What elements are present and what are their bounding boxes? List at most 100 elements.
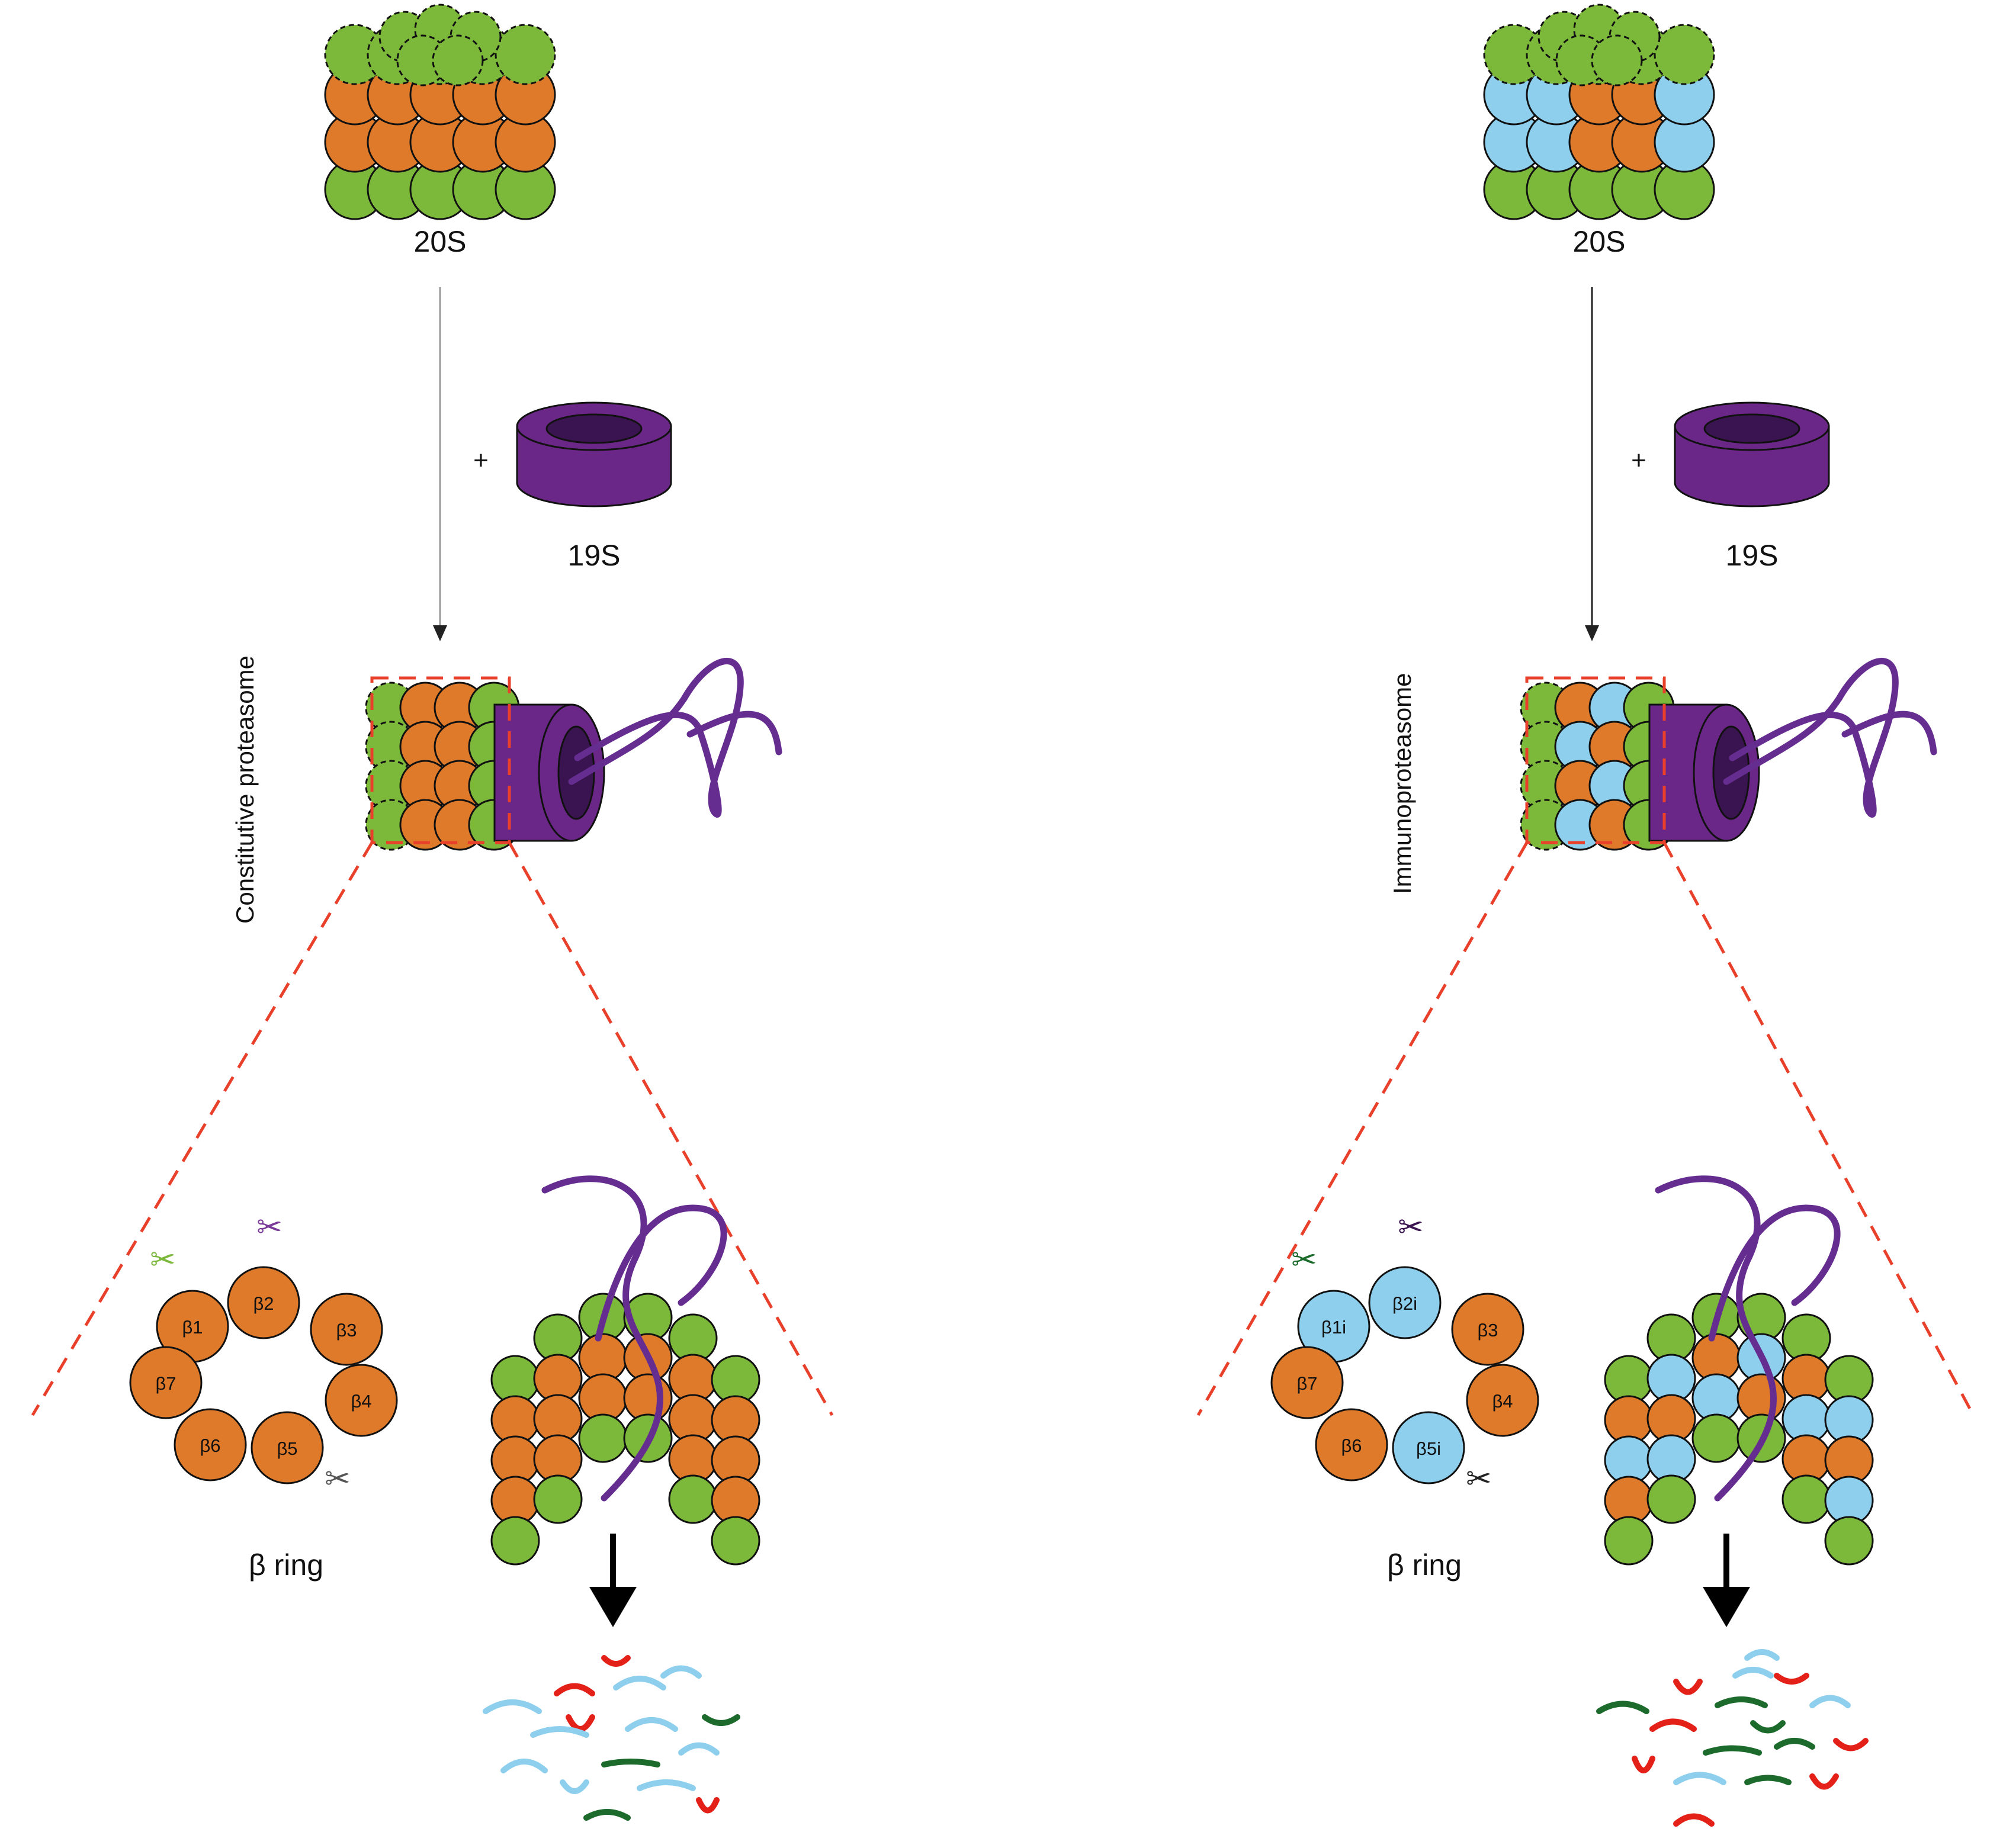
- zoom-box: [1525, 676, 1666, 844]
- peptide-fragment: [1673, 1772, 1726, 1785]
- scissors-icon: ✂: [256, 1210, 283, 1245]
- peptide-fragment: [1744, 1775, 1792, 1785]
- 19s-regulatory-particle: [1674, 401, 1830, 507]
- peptide-fragment: [696, 1797, 720, 1814]
- peptide-fragment: [1673, 1679, 1703, 1695]
- beta-subunit-label: β3: [336, 1320, 357, 1341]
- peptide-fragment: [613, 1676, 666, 1690]
- peptide-fragment: [583, 1809, 631, 1821]
- 26s-proteasome: [365, 658, 782, 851]
- 19s-regulatory-particle: [516, 401, 672, 507]
- label-20s: 20S: [1573, 225, 1626, 258]
- 26s-proteasome: [1520, 658, 1937, 851]
- beta-subunit-label: β2: [253, 1293, 274, 1314]
- beta-ring-subunit: [251, 1411, 324, 1484]
- peptide-fragment: [702, 1714, 740, 1726]
- beta-ring-subunit: [310, 1293, 383, 1366]
- zoom-line-left: [31, 841, 374, 1416]
- beta-subunit-label: β2i: [1392, 1293, 1417, 1314]
- beta-subunit-label: β4: [351, 1391, 371, 1412]
- proteasome-cross-section: [490, 1175, 760, 1566]
- protein-substrate: [1723, 658, 1937, 818]
- label-19s: 19S: [568, 539, 621, 572]
- peptide-fragment: [637, 1779, 696, 1791]
- peptide-fragment: [660, 1665, 702, 1679]
- zoom-box: [370, 676, 511, 844]
- beta-ring-subunit: [1392, 1411, 1465, 1484]
- zoom-indicator: [1196, 676, 1975, 1416]
- peptide-fragment: [566, 1714, 595, 1732]
- zoom-line-left: [1196, 841, 1529, 1416]
- alpha-subunit: [533, 1474, 583, 1524]
- beta-ring-subunit: [227, 1266, 300, 1339]
- alpha-subunit: [495, 24, 556, 85]
- peptide-fragment: [1774, 1738, 1815, 1750]
- alpha-subunit: [1591, 34, 1643, 86]
- peptide-fragment: [1774, 1673, 1809, 1685]
- peptide-fragment: [1833, 1738, 1869, 1751]
- beta-subunit-label: β6: [200, 1435, 220, 1456]
- plus-sign: +: [473, 446, 489, 475]
- peptide-fragment: [1649, 1718, 1697, 1732]
- degradation-arrow: [1703, 1534, 1750, 1627]
- cap-hole: [1703, 413, 1800, 444]
- peptide-fragment: [1809, 1773, 1839, 1790]
- alpha-subunit: [1781, 1474, 1831, 1524]
- scissors-icon: ✂: [1291, 1242, 1317, 1278]
- alpha-subunit: [1654, 24, 1715, 85]
- beta-ring-subunit: [1270, 1346, 1344, 1419]
- peptide-fragment: [1703, 1745, 1762, 1756]
- peptide-fragment: [1732, 1667, 1774, 1679]
- peptide-fragment: [1715, 1696, 1768, 1708]
- peptide-fragment: [483, 1699, 542, 1714]
- peptide-fragment: [560, 1779, 589, 1794]
- beta-subunit-label: β5i: [1416, 1438, 1441, 1459]
- beta-ring-subunit: [129, 1346, 203, 1419]
- constitutive-panel: 20S + 19S Constitutive proteasome β1 ✂ β2 ✂…: [31, 4, 834, 1821]
- beta-ring-subunit: [1315, 1408, 1388, 1481]
- beta-ring-label: β ring: [249, 1548, 323, 1582]
- protein-substrate: [1655, 1175, 1841, 1502]
- scissors-icon: ✂: [1466, 1461, 1492, 1497]
- beta-ring-label: β ring: [1387, 1548, 1462, 1582]
- scissors-icon: ✂: [150, 1242, 176, 1278]
- beta-ring-subunit: [325, 1364, 398, 1437]
- beta-subunit-label: β5: [277, 1438, 297, 1459]
- peptide-fragment: [1596, 1701, 1649, 1714]
- peptide-fragment: [601, 1759, 660, 1767]
- alpha-subunit: [1824, 1516, 1874, 1566]
- peptide-fragment: [554, 1683, 595, 1696]
- peptide-fragment: [1673, 1813, 1715, 1827]
- proteasome-title: Constitutive proteasome: [231, 655, 259, 924]
- peptide-fragment: [625, 1717, 678, 1732]
- plus-sign: +: [1631, 446, 1646, 475]
- 20s-core-particle: [324, 4, 556, 220]
- zoom-line-right: [508, 841, 834, 1416]
- beta-ring-subunit: [1451, 1293, 1524, 1366]
- alpha-subunit: [1646, 1474, 1696, 1524]
- peptide-fragment: [500, 1759, 548, 1773]
- degradation-arrow: [589, 1534, 637, 1627]
- cap-hole: [545, 413, 643, 444]
- 20s-core-particle: [1483, 4, 1715, 220]
- label-19s: 19S: [1726, 539, 1779, 572]
- protein-substrate: [541, 1175, 727, 1502]
- label-20s: 20S: [414, 225, 467, 258]
- beta-subunit-label: β7: [155, 1373, 176, 1394]
- proteasome-cross-section: [1604, 1175, 1874, 1566]
- peptide-fragment: [1632, 1756, 1655, 1773]
- peptide-fragment: [678, 1742, 720, 1756]
- alpha-subunit: [711, 1516, 760, 1566]
- zoom-indicator: [31, 676, 834, 1416]
- beta-subunit-label: β7: [1296, 1373, 1317, 1394]
- alpha-subunit: [432, 34, 484, 86]
- beta-subunit-label: β1i: [1321, 1317, 1346, 1338]
- alpha-subunit: [668, 1474, 718, 1524]
- beta-subunit-label: β1: [182, 1317, 203, 1338]
- alpha-subunit: [490, 1516, 540, 1566]
- scissors-icon: ✂: [1398, 1210, 1424, 1245]
- immunoproteasome-panel: 20S + 19S Immunoproteasome β1i✂β2i✂β3β4β…: [1196, 4, 1975, 1827]
- peptide-fragments: [1596, 1649, 1869, 1827]
